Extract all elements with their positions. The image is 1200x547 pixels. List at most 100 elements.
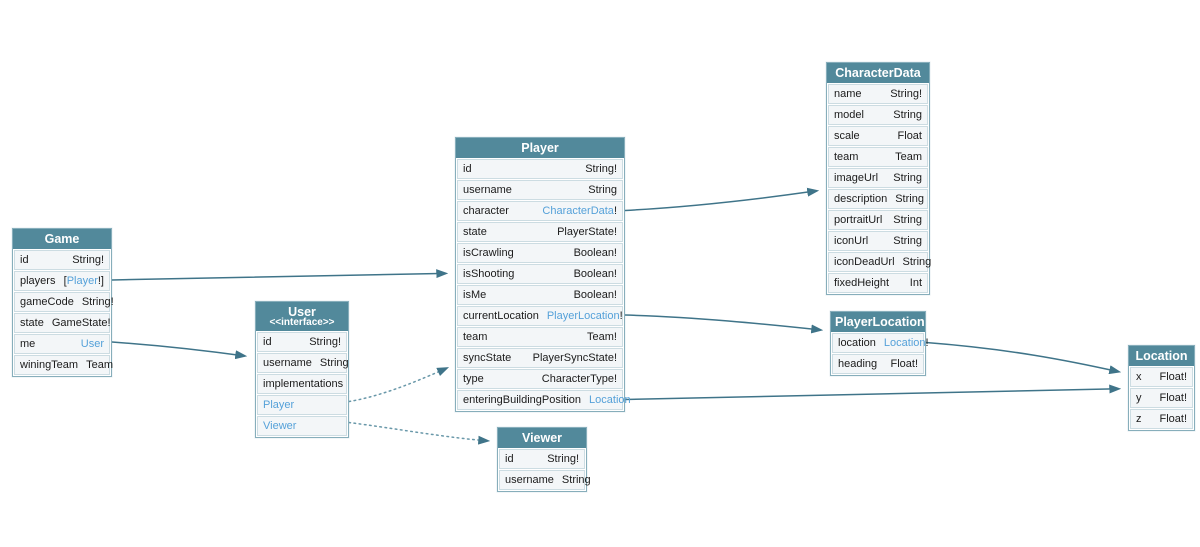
field-name: heading xyxy=(838,357,878,370)
field-type: Boolean! xyxy=(574,289,617,302)
type-table-header-playerLocation[interactable]: PlayerLocation xyxy=(831,312,925,332)
field-type: Float! xyxy=(890,358,918,371)
type-table-header-game[interactable]: Game xyxy=(13,229,111,249)
field-row-player-enteringBuildingPosition[interactable]: enteringBuildingPosition Location xyxy=(457,390,631,410)
type-link[interactable]: CharacterData xyxy=(542,204,614,217)
field-name: team xyxy=(834,150,859,163)
edge-player-character xyxy=(624,187,820,212)
type-text: String xyxy=(319,356,349,369)
field-type: Team! xyxy=(587,331,617,344)
field-name: y xyxy=(1136,391,1142,404)
field-row-user-implementations[interactable]: implementations xyxy=(257,374,347,394)
type-text: Team xyxy=(86,358,113,371)
field-name: iconDeadUrl xyxy=(834,255,895,268)
field-name: type xyxy=(463,372,484,385)
field-row-user-username[interactable]: username String xyxy=(257,353,349,373)
field-type: Location! xyxy=(884,337,929,350)
field-name: state xyxy=(463,225,487,238)
field-row-player-state[interactable]: state PlayerState! xyxy=(457,222,623,242)
field-name: gameCode xyxy=(20,295,74,308)
type-table-header-user[interactable]: User<<interface>> xyxy=(256,302,348,331)
field-row-user-Viewer[interactable]: Viewer xyxy=(257,416,347,436)
type-table-header-location[interactable]: Location xyxy=(1129,346,1194,366)
edge-user-viewer xyxy=(348,421,491,445)
field-row-game-players[interactable]: players[Player!] xyxy=(14,271,110,291)
type-text: String xyxy=(561,473,591,486)
type-link[interactable]: Player xyxy=(66,274,98,287)
type-text: GameState! xyxy=(51,316,111,329)
type-text: String xyxy=(893,234,922,247)
type-text: PlayerState! xyxy=(557,225,617,238)
type-link[interactable]: User xyxy=(80,337,104,350)
type-text: ! xyxy=(613,204,617,217)
implementation-link[interactable]: Viewer xyxy=(263,419,297,432)
type-subtitle: <<interface>> xyxy=(269,317,335,328)
field-type: User xyxy=(81,338,104,351)
field-row-playerLocation-heading[interactable]: heading Float! xyxy=(832,354,924,374)
field-name: x xyxy=(1136,370,1142,383)
field-name: username xyxy=(263,356,312,369)
type-text: Boolean! xyxy=(573,267,617,280)
field-type: PlayerLocation! xyxy=(547,310,623,323)
field-row-location-y[interactable]: y Float! xyxy=(1130,388,1193,408)
type-link[interactable]: Location xyxy=(589,393,631,406)
field-row-user-Player[interactable]: Player xyxy=(257,395,347,415)
type-link[interactable]: PlayerLocation xyxy=(546,309,620,322)
field-type: GameState! xyxy=(52,317,111,330)
field-name: enteringBuildingPosition xyxy=(463,393,582,406)
type-text: PlayerSyncState! xyxy=(532,351,617,364)
field-type: String! xyxy=(309,336,341,349)
edge-game-players xyxy=(111,269,449,281)
edge-user-player xyxy=(348,367,450,403)
type-text: String xyxy=(588,183,617,196)
type-text: [ xyxy=(63,274,67,287)
type-text: String! xyxy=(890,87,922,100)
type-table-header-characterData[interactable]: CharacterData xyxy=(827,63,929,83)
field-type: CharacterData! xyxy=(542,205,617,218)
field-type: Float! xyxy=(1159,392,1187,405)
type-table-header-player[interactable]: Player xyxy=(456,138,624,158)
type-table-header-viewer[interactable]: Viewer xyxy=(498,428,586,448)
field-type: String xyxy=(893,172,922,185)
field-type: [Player!] xyxy=(64,275,104,288)
type-link[interactable]: Location xyxy=(883,336,926,349)
implementation-link[interactable]: Player xyxy=(263,398,295,411)
field-type: String! xyxy=(890,88,922,101)
type-text: Boolean! xyxy=(573,246,617,259)
